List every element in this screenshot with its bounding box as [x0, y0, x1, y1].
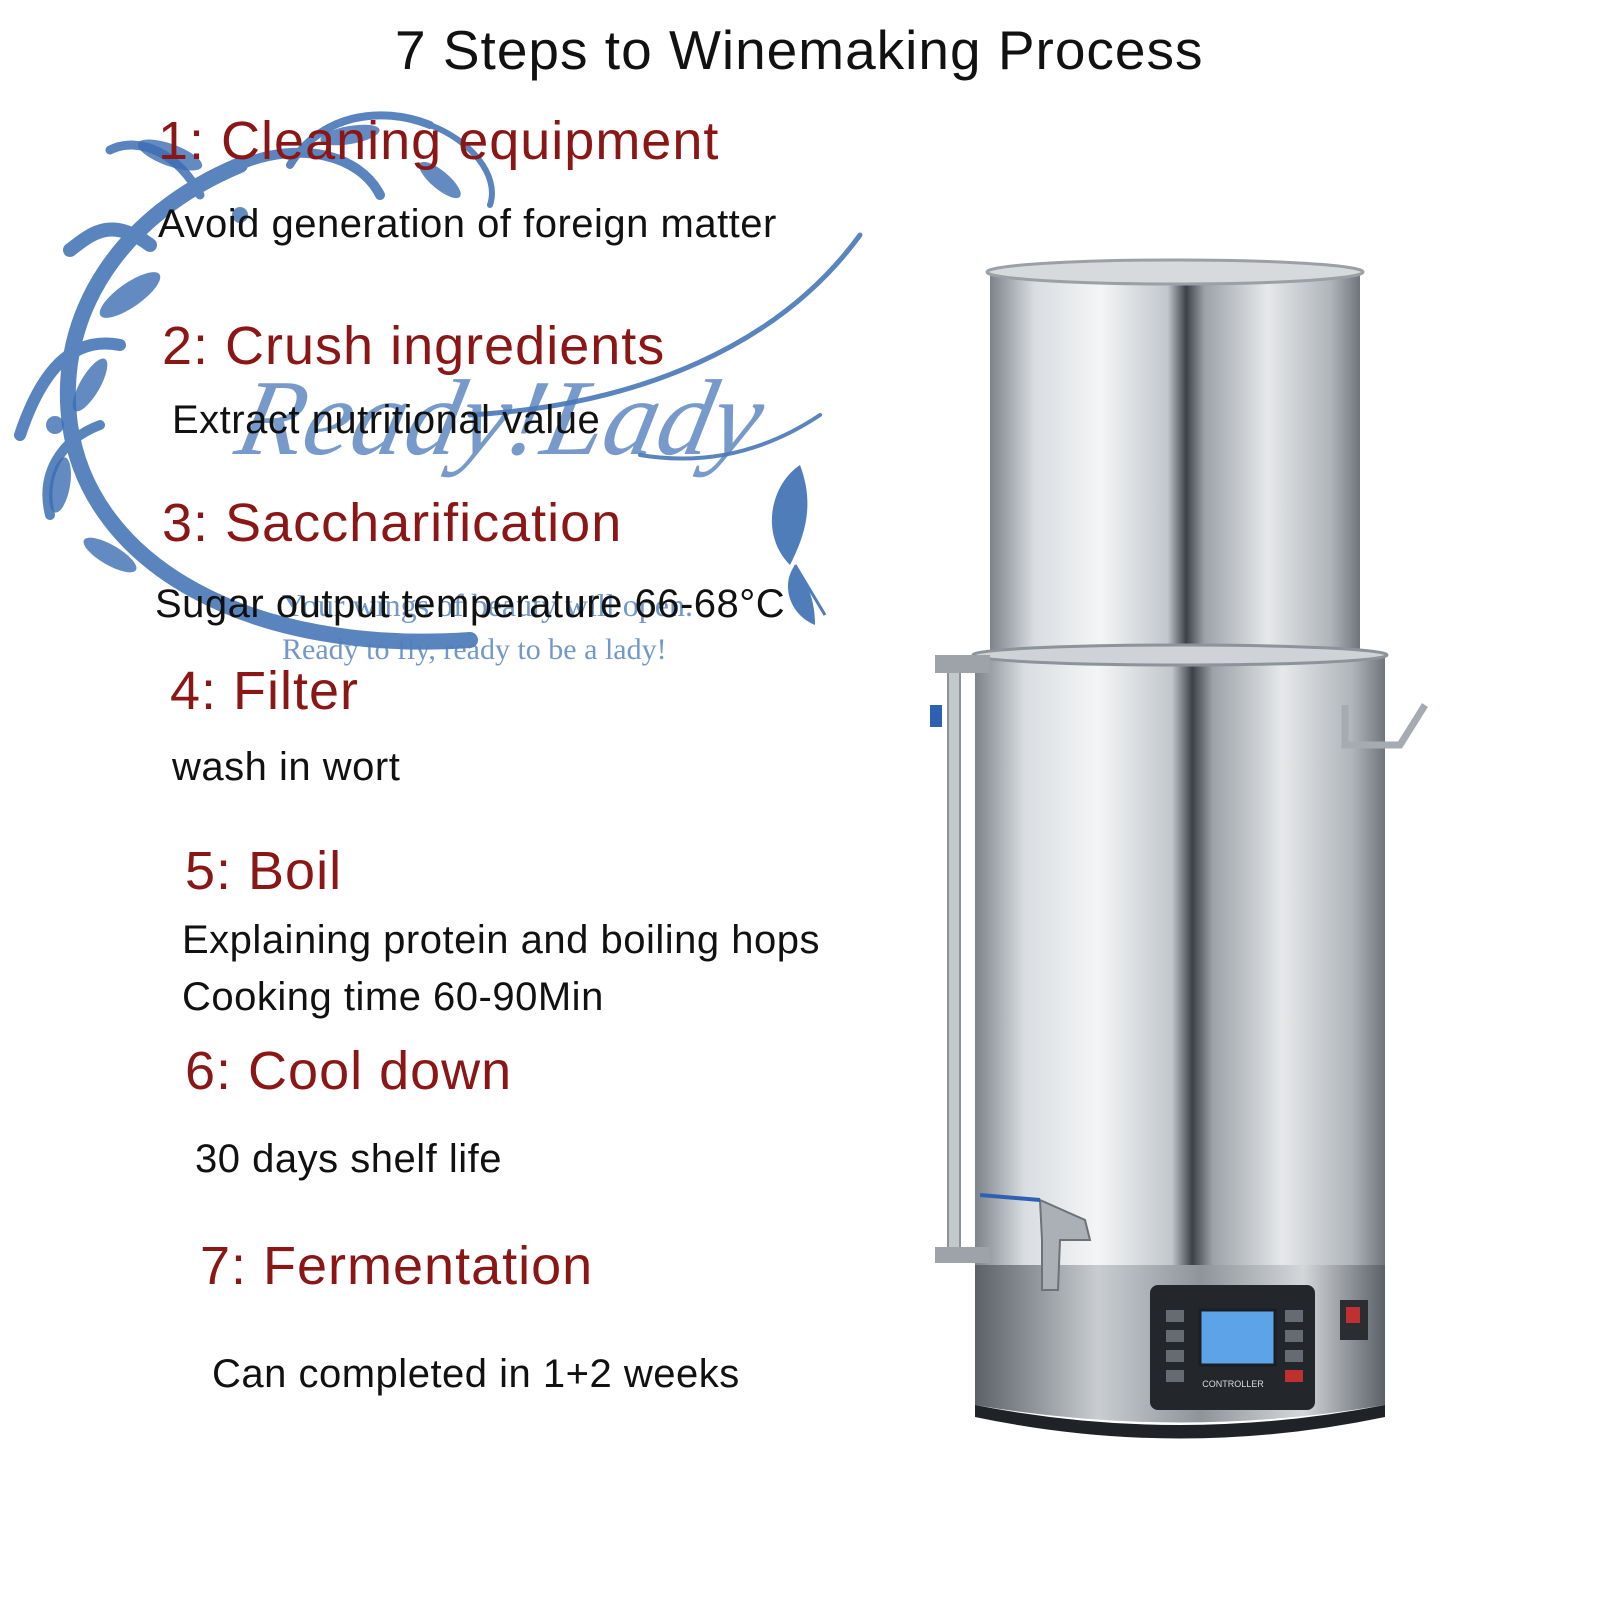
- watermark-logo: Ready!Lady Your wings of beauty will ope…: [0, 95, 900, 675]
- step-2-desc: Extract nutritional value: [172, 398, 601, 442]
- step-1-title: 1: Cleaning equipment: [158, 111, 720, 171]
- step-4-title: 4: Filter: [170, 661, 360, 721]
- step-5-title: 5: Boil: [185, 841, 343, 901]
- step-4-desc: wash in wort: [172, 745, 401, 789]
- step-2-title: 2: Crush ingredients: [162, 316, 666, 376]
- step-6-desc: 30 days shelf life: [195, 1137, 502, 1181]
- step-7-title: 7: Fermentation: [200, 1236, 594, 1296]
- floral-swirl-icon: [14, 111, 863, 650]
- step-5-desc: Explaining protein and boiling hops: [182, 918, 820, 962]
- watermark-tagline-2: Ready to fly, ready to be a lady!: [282, 633, 667, 666]
- step-5-desc-2: Cooking time 60-90Min: [182, 975, 604, 1019]
- stainless-boiler-icon: CONTROLLER: [928, 258, 1428, 1439]
- step-3-desc: Sugar output temperature 66-68°C: [155, 582, 786, 626]
- page-title: 7 Steps to Winemaking Process: [395, 19, 1204, 81]
- step-7-desc: Can completed in 1+2 weeks: [212, 1352, 740, 1396]
- step-6-title: 6: Cool down: [185, 1041, 513, 1101]
- step-3-title: 3: Saccharification: [162, 493, 623, 553]
- watermark-tagline-1: Your wings of beauty will open.: [282, 587, 693, 623]
- brewing-machine-image: CONTROLLER: [928, 255, 1490, 1485]
- butterfly-icon: [771, 465, 827, 625]
- controller-label: CONTROLLER: [1202, 1379, 1264, 1389]
- step-1-desc: Avoid generation of foreign matter: [158, 202, 777, 246]
